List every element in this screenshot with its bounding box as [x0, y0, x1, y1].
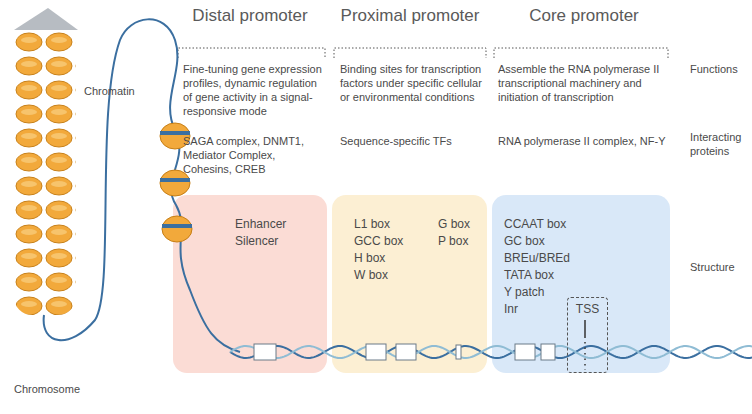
element-name: GC box: [504, 234, 545, 249]
chromosome: [14, 30, 76, 315]
element-name: Enhancer: [235, 217, 286, 232]
promoter-region: EnhancerSilencer: [173, 195, 327, 373]
region-heading: Proximal promoter: [330, 5, 490, 27]
bracket: [178, 48, 668, 58]
chromatin-label: Chromatin: [84, 84, 154, 98]
element-name: Inr: [504, 302, 518, 317]
protein-text: RNA polymerase II complex, NF-Y: [498, 134, 668, 148]
element-name: TATA box: [504, 268, 554, 283]
promoter-region: L1 boxGCC box H box W box G box P box: [332, 195, 487, 373]
protein-text: SAGA complex, DNMT1, Mediator Complex, C…: [183, 134, 323, 176]
function-text: Fine-tuning gene expression profiles, dy…: [183, 62, 327, 118]
element-name: Y patch: [504, 285, 544, 300]
binding-site: [254, 344, 555, 360]
element-name: P box: [438, 234, 468, 249]
row-label: Structure: [690, 260, 750, 274]
chromosome-label: Chromosome: [14, 382, 104, 396]
element-name: L1 box: [354, 217, 390, 232]
tss-box: TSS: [567, 297, 608, 373]
dna-strand: [230, 346, 752, 358]
element-name: BREu/BREd: [504, 251, 570, 266]
row-label: Functions: [690, 62, 750, 76]
chromosome-cap: [14, 8, 78, 30]
row-label: Interacting proteins: [690, 130, 750, 158]
element-name: GCC box: [354, 234, 403, 249]
dna-strand: [230, 346, 752, 358]
region-heading: Distal promoter: [175, 5, 325, 27]
tss-label: TSS: [568, 302, 607, 317]
element-name: W box: [354, 268, 388, 283]
promoter-region: CCAAT box GC boxBREu/BREdTATA box Y patchI…: [492, 195, 670, 373]
protein-text: Sequence-specific TFs: [340, 134, 486, 148]
element-name: CCAAT box: [504, 217, 566, 232]
core-panel: [492, 195, 670, 373]
element-name: Silencer: [235, 234, 278, 249]
function-text: Binding sites for transcription factors …: [340, 62, 486, 104]
region-heading: Core promoter: [500, 5, 668, 27]
element-name: G box: [438, 217, 470, 232]
function-text: Assemble the RNA polymerase II transcrip…: [498, 62, 668, 104]
element-name: H box: [354, 251, 385, 266]
